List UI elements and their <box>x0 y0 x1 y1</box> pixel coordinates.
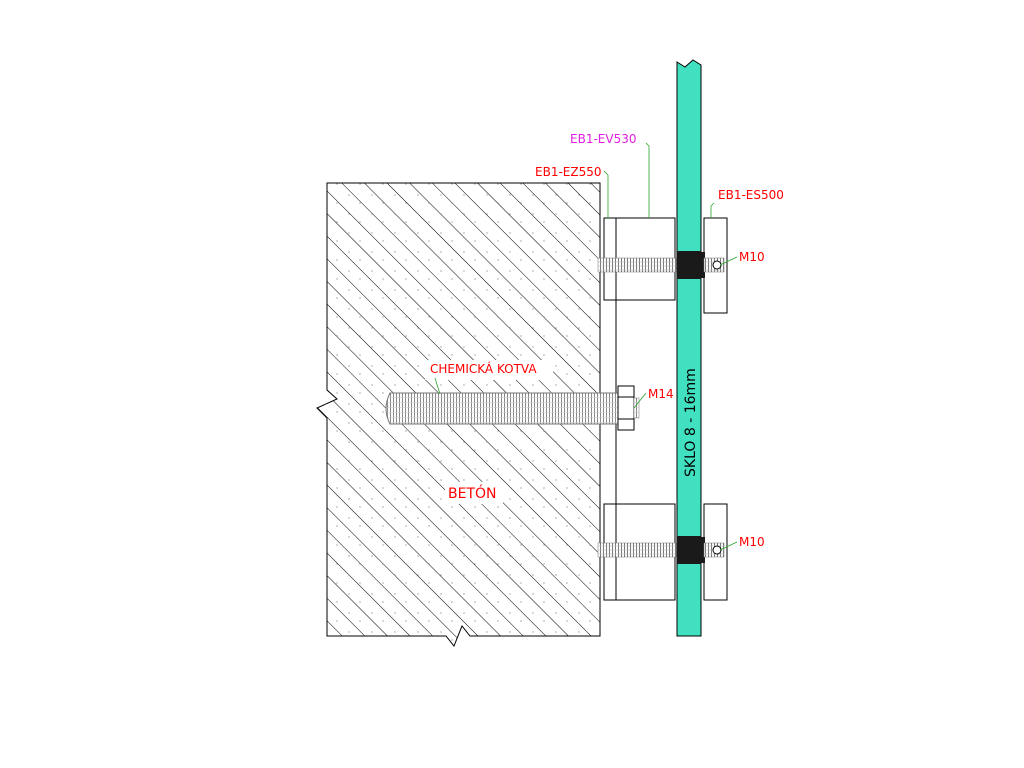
leader-m10-bottom <box>719 541 738 551</box>
leader-m14 <box>633 392 647 409</box>
gasket-top <box>677 251 701 279</box>
label-es500: EB1-ES500 <box>718 188 784 202</box>
leader-es500 <box>710 202 715 218</box>
label-ez550: EB1-EZ550 <box>535 165 602 179</box>
bolt-end-circle <box>712 545 722 555</box>
leader-m10-top <box>719 256 738 266</box>
leader-ez550 <box>603 170 609 218</box>
gasket-bottom-outer <box>701 537 705 563</box>
label-chemical-anchor: CHEMICKÁ KOTVA <box>430 361 537 376</box>
label-m10-bottom: M10 <box>739 535 765 549</box>
label-m14: M14 <box>648 387 674 401</box>
gasket-bottom <box>677 536 701 564</box>
label-concrete: BETÓN <box>448 484 497 502</box>
leader-lines <box>434 142 738 551</box>
anchor-label-bg <box>425 360 553 380</box>
label-glass: SKLO 8 - 16mm <box>683 368 699 477</box>
gasket-top-outer <box>701 252 705 278</box>
m14-nut <box>617 385 635 431</box>
bottom-m10-bolt <box>597 542 725 558</box>
glass-panel <box>676 59 702 637</box>
bolt-end-circle <box>712 260 722 270</box>
concrete-label-bg <box>445 482 503 504</box>
label-ev530: EB1-EV530 <box>570 132 636 146</box>
chemical-anchor-rod <box>385 385 640 431</box>
label-m10-top: M10 <box>739 250 765 264</box>
top-m10-bolt <box>597 257 725 273</box>
leader-anchor <box>434 377 441 395</box>
leader-ev530 <box>645 142 650 218</box>
